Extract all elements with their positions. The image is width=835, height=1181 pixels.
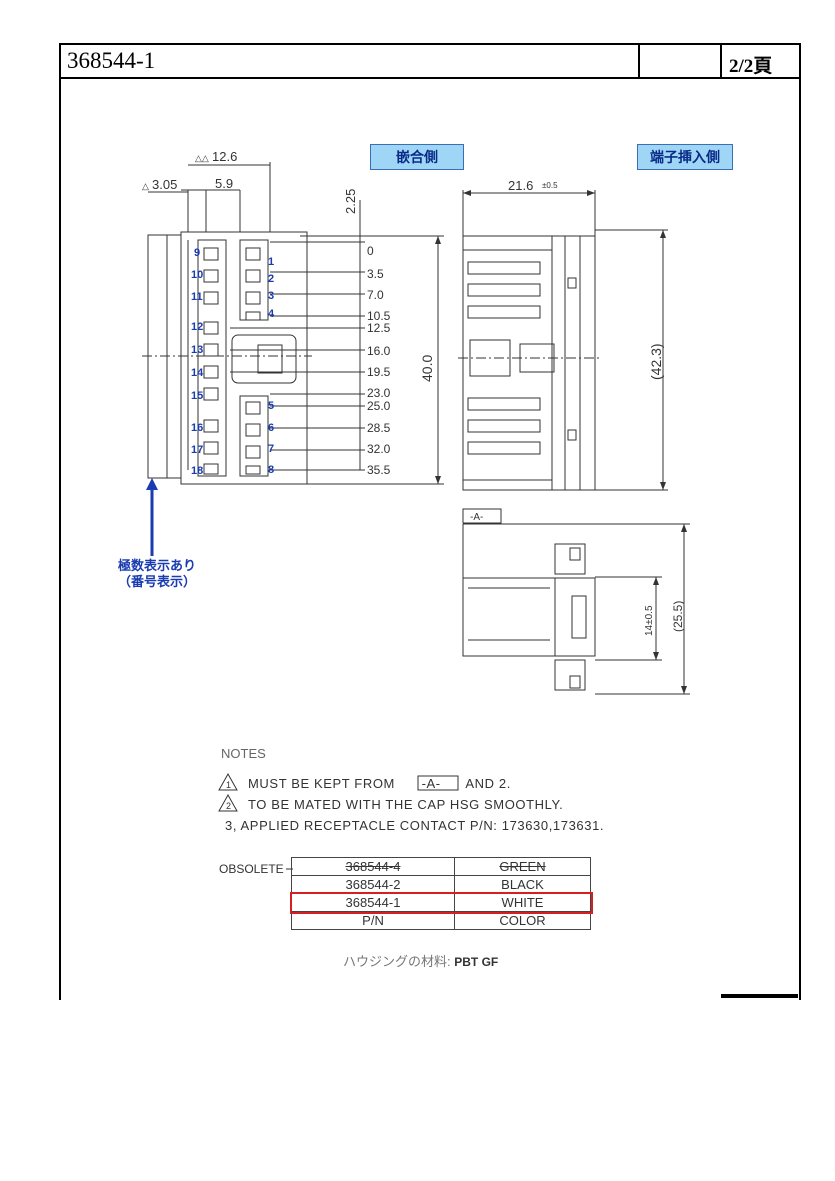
notes-title: NOTES: [221, 746, 266, 761]
note-tail: AND 2.: [465, 776, 511, 791]
pin-number: 14: [191, 367, 204, 379]
tick-label: 25.0: [367, 399, 391, 413]
color-cell: WHITE: [454, 893, 591, 912]
note-marker-number: 1: [226, 780, 231, 790]
color-cell: GREEN: [454, 857, 591, 876]
mating-side-label: 嵌合側: [370, 144, 464, 170]
tick-label: 19.5: [367, 365, 391, 379]
note-markers: [218, 772, 238, 812]
note-marker-number: 2: [226, 801, 231, 811]
pole-note: 極数表示あり （番号表示）: [118, 558, 196, 590]
pin-number: 17: [191, 444, 203, 456]
footer-bar: [721, 994, 798, 998]
tick-lines: [230, 241, 365, 471]
pole-note-arrow: [146, 478, 158, 556]
title-block: 368544-1 2/2頁: [61, 45, 799, 79]
pin-number: 11: [191, 291, 203, 303]
pin-number: 2: [268, 273, 274, 285]
pole-note-line: 極数表示あり: [118, 558, 197, 573]
pin-numbers-right: 1 2 3 4 5 6 7 8: [268, 256, 275, 476]
pin-number: 7: [268, 443, 274, 455]
side-view: [458, 235, 600, 491]
dim-top-width-marker: △△: [195, 153, 209, 163]
pin-number: 15: [191, 390, 203, 402]
table-row-highlighted: 368544-1 WHITE: [289, 891, 593, 914]
tick-label: 10.5: [367, 309, 391, 323]
material-value: PBT GF: [454, 955, 499, 969]
pn-cell: 368544-2: [291, 875, 455, 894]
pin-numbers-left: 9 10 11 12 13 14 15 16 17 18: [191, 247, 204, 477]
table-header-row: P/N COLOR: [291, 911, 591, 930]
table-row: 368544-4 GREEN: [291, 857, 591, 876]
terminal-insert-side-label: 端子挿入側: [637, 144, 733, 170]
pin-number: 12: [191, 321, 203, 333]
tick-label: 12.5: [367, 321, 391, 335]
pin-number: 1: [268, 256, 274, 268]
parts-table: 368544-4 GREEN 368544-2 BLACK 368544-1 W…: [289, 857, 593, 930]
pn-cell: 368544-1: [291, 893, 455, 912]
pn-cell: 368544-4: [291, 857, 455, 876]
tick-label: 35.5: [367, 463, 391, 477]
pin-number: 18: [191, 465, 203, 477]
color-cell: BLACK: [454, 875, 591, 894]
detail-ref-label: -A-: [470, 512, 483, 523]
note-text: MUST BE KEPT FROM: [248, 776, 395, 791]
title-divider: [638, 45, 640, 77]
dim-detail-ref-h: (25.5): [671, 601, 685, 632]
pole-note-line: （番号表示）: [118, 574, 197, 589]
pin-number: 4: [268, 308, 275, 320]
pin-number: 8: [268, 464, 274, 476]
drawing-sheet: 368544-1 2/2頁: [59, 43, 801, 1000]
color-header: COLOR: [454, 911, 591, 930]
pin-number: 3: [268, 290, 274, 302]
svg-text:△: △: [142, 181, 149, 191]
pn-header: P/N: [291, 911, 455, 930]
material-note: ハウジングの材料: PBT GF: [343, 951, 498, 970]
pin-number: 9: [194, 247, 200, 259]
note-3: 3, APPLIED RECEPTACLE CONTACT P/N: 17363…: [225, 818, 605, 833]
obsolete-label: OBSOLETE: [219, 862, 284, 876]
note-ref: -A-: [421, 776, 441, 791]
material-label: ハウジングの材料:: [343, 954, 451, 969]
note-1: MUST BE KEPT FROM -A- AND 2.: [248, 776, 511, 791]
detail-view: [462, 524, 596, 691]
pin-number: 16: [191, 422, 203, 434]
tick-label: 32.0: [367, 442, 391, 456]
page-number: 2/2頁: [729, 56, 773, 77]
pin-number: 6: [268, 422, 274, 434]
title-divider: [720, 45, 722, 77]
cavity-column-right: [239, 239, 269, 477]
tick-labels: 0 3.5 7.0 10.5 12.5 16.0 19.5 23.0 25.0 …: [367, 244, 391, 477]
dim-height: 40.0: [419, 355, 435, 382]
part-number: 368544-1: [67, 48, 156, 73]
tick-label: 0: [367, 244, 374, 258]
dim-detail-h: 14±0.5: [644, 605, 655, 636]
note-2: TO BE MATED WITH THE CAP HSG SMOOTHLY.: [248, 797, 564, 812]
tick-label: 23.0: [367, 386, 391, 400]
dim-top-width: 12.6: [212, 149, 237, 164]
dim-vert-offset: 2.25: [343, 189, 358, 214]
dim-side-width: 21.6: [508, 178, 533, 193]
tick-label: 28.5: [367, 421, 391, 435]
dim-height-ref: (42.3): [648, 343, 664, 380]
tick-label: 7.0: [367, 288, 384, 302]
tick-label: 16.0: [367, 344, 391, 358]
dim-side-width-tol: ±0.5: [542, 181, 558, 190]
dim-left-offset: 3.05: [152, 177, 177, 192]
latch-window: [231, 334, 297, 384]
tick-label: 3.5: [367, 267, 384, 281]
table-row: 368544-2 BLACK: [291, 875, 591, 894]
pin-number: 10: [191, 269, 203, 281]
dim-pitch-col: 5.9: [215, 176, 233, 191]
cavity-column-left: [197, 239, 227, 477]
pin-number: 5: [268, 400, 274, 412]
pin-number: 13: [191, 344, 203, 356]
